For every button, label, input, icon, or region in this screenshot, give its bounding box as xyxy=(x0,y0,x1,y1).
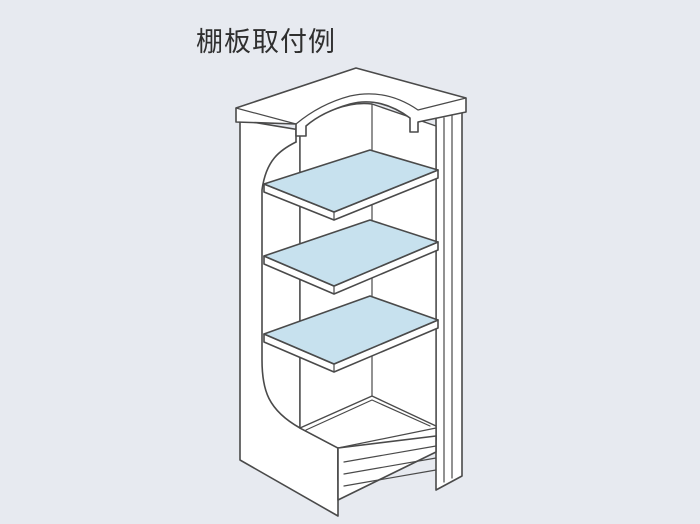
cabinet-top xyxy=(235,67,467,137)
page-title: 棚板取付例 xyxy=(196,27,336,58)
cabinet-base xyxy=(299,395,437,501)
shelf-3 xyxy=(263,295,439,373)
cabinet-right-frame xyxy=(435,111,463,491)
shelf-2 xyxy=(263,219,439,295)
shelf-1 xyxy=(263,149,439,221)
